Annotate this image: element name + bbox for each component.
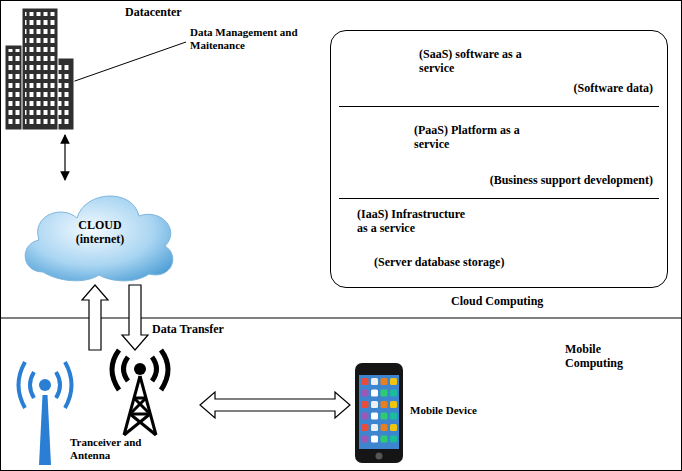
signal-arc (19, 362, 26, 408)
cloud-node: CLOUD (internet) (15, 180, 180, 285)
text-holder: Tranceiver and Antenna (70, 436, 180, 462)
node-title: Mobile Device (410, 404, 490, 417)
mobile-device-node: Mobile Device (350, 362, 490, 467)
app-icon (381, 436, 388, 443)
transceiver-node: Tranceiver and Antenna (90, 350, 200, 465)
service-band: (SaaS) software as a service (Software da… (339, 35, 659, 107)
building-windows (25, 12, 55, 124)
signal-arc (112, 350, 119, 390)
phone-icon (350, 362, 406, 466)
tower-strut (130, 398, 146, 414)
antenna-head (39, 379, 51, 391)
signal-arc (152, 357, 157, 381)
text-holder: Mobile Device (410, 404, 490, 417)
app-icon (381, 413, 388, 420)
block-arrow (200, 392, 350, 418)
node-title: (IaaS) Infrastructure as a service (357, 207, 477, 236)
home-button (376, 453, 383, 460)
cloud-outline (25, 196, 173, 281)
app-icon (371, 401, 378, 408)
label-holder: Data Management and Maitenance (190, 26, 330, 52)
double-arrow (64, 135, 65, 180)
app-icon (381, 390, 388, 397)
signal-arc (56, 372, 60, 398)
antenna-symbol (19, 362, 72, 465)
node-subtitle: (Server database storage) (374, 255, 504, 269)
text-holder: CLOUD (internet) (60, 218, 140, 247)
block-arrow (82, 285, 108, 350)
app-icon (362, 424, 369, 431)
node-title: CLOUD (internet) (60, 218, 140, 247)
node-subtitle: (Business support development) (490, 173, 653, 187)
node-title: Datacenter (125, 5, 197, 19)
tower-head (134, 363, 146, 375)
text-holder: Cloud Computing (451, 294, 601, 308)
text-holder: (Server database storage) (374, 255, 504, 269)
node-title: Cloud Computing (451, 294, 601, 308)
phone-screen (359, 375, 399, 449)
node-title: (SaaS) software as a service (419, 47, 544, 76)
service-band: (PaaS) Platform as a service (Business su… (339, 109, 659, 199)
text-holder: Datacenter (125, 5, 197, 19)
app-icon (390, 424, 397, 431)
app-icon (390, 401, 397, 408)
antenna-mast (39, 395, 51, 465)
app-icon (371, 378, 378, 385)
app-icon (362, 413, 369, 420)
app-icon (381, 378, 388, 385)
divider-line (0, 318, 682, 319)
tower-icon (90, 350, 200, 436)
datacenter-node: Datacenter (0, 0, 200, 135)
app-icon (390, 390, 397, 397)
tower-strut (124, 414, 150, 435)
phone-body (355, 363, 403, 463)
tower-strut (130, 414, 156, 435)
app-icon (371, 424, 378, 431)
app-icon (362, 401, 369, 408)
app-icon (390, 413, 397, 420)
building-tower (22, 8, 58, 130)
text-holder: (Business support development) (490, 173, 653, 187)
node-subtitle: (Software data) (574, 81, 653, 95)
node-title: Tranceiver and Antenna (70, 436, 180, 462)
edge-label: Data Transfer (152, 322, 224, 336)
text-holder: (PaaS) Platform as a service (414, 123, 539, 152)
signal-arc (161, 350, 168, 390)
signal-arc (124, 357, 129, 381)
edge-label-holder: Data Transfer (152, 322, 224, 336)
app-icon (381, 401, 388, 408)
app-icon (390, 436, 397, 443)
service-panel: (SaaS) software as a service (Software da… (330, 30, 668, 288)
app-icon (362, 436, 369, 443)
block-arrow (122, 285, 148, 350)
signal-arc (65, 362, 72, 408)
section-label: Mobile Computing (565, 342, 640, 371)
app-icon (371, 436, 378, 443)
label-holder: Mobile Computing (565, 342, 640, 371)
text-holder: (Software data) (574, 81, 653, 95)
text-holder: (SaaS) software as a service (419, 47, 544, 76)
signal-arc (30, 372, 34, 398)
app-icon (371, 390, 378, 397)
app-icon (381, 424, 388, 431)
datacenter-icon (0, 0, 80, 135)
service-band: (IaaS) Infrastructure as a service (Serve… (339, 201, 659, 281)
app-icon (390, 378, 397, 385)
text-holder: (IaaS) Infrastructure as a service (357, 207, 477, 236)
leader-line (72, 42, 186, 82)
app-icon (371, 413, 378, 420)
app-icon (362, 390, 369, 397)
annotation-label: Data Management and Maitenance (190, 26, 330, 52)
node-title: (PaaS) Platform as a service (414, 123, 539, 152)
app-icon (362, 378, 369, 385)
